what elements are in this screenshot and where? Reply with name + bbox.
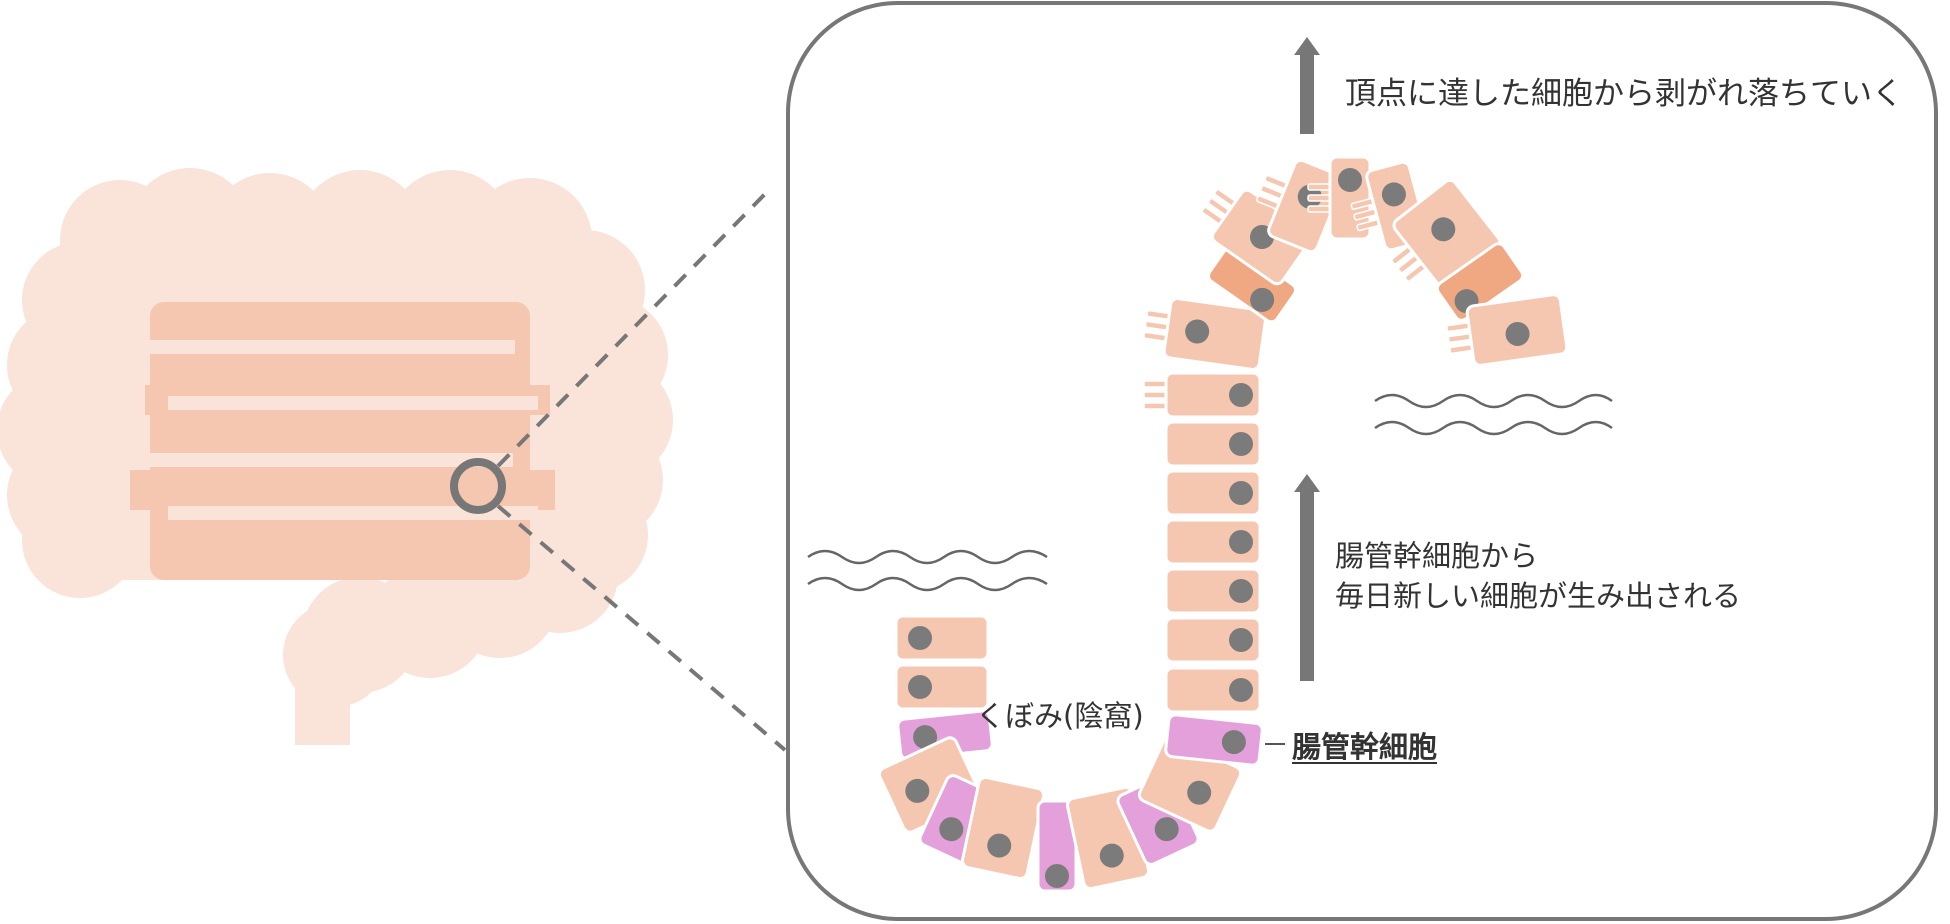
crypt-villus-cells [877,155,1569,893]
cell-nucleus [1187,780,1212,805]
wave-group-right [1374,393,1613,436]
epithelial-cell [1143,371,1262,419]
shedding-label: 頂点に達した細胞から剥がれ落ちていく [1345,76,1903,112]
cell-nucleus [1229,628,1253,652]
cell-nucleus [1185,319,1210,344]
epithelial-cell [1256,158,1345,254]
renewal-label-line2: 毎日新しい細胞が生み出される [1335,579,1742,613]
epithelial-cell [1164,518,1262,566]
cell-body [960,775,1046,881]
cell-nucleus [1099,843,1124,868]
epithelial-cell [1164,666,1262,714]
cell-nucleus [1250,287,1275,312]
cell-nucleus [913,725,938,750]
cell-nucleus [1229,432,1253,456]
microvilli [1446,321,1475,354]
zoom-lines [496,192,787,752]
zoom-marker [450,458,506,514]
cell-nucleus [1045,864,1069,888]
arrow-up-shedding [1294,37,1320,134]
epithelial-cell [1446,293,1569,367]
large-intestine-illustration [0,168,673,745]
cell-nucleus [1431,217,1456,242]
cell-nucleus [1229,383,1253,407]
wave-group-left [807,549,1048,592]
cell-body [1164,713,1264,767]
cell-nucleus [905,778,930,803]
stem-cell [1164,713,1264,767]
microvilli [1143,380,1169,410]
cell-nucleus [987,833,1012,858]
epithelial-cell [1164,567,1262,615]
epithelial-cell [1164,469,1262,517]
epithelial-cell [1201,188,1313,286]
microvilli [1307,183,1333,213]
cell-nucleus [939,817,964,842]
cell-nucleus [1229,579,1253,603]
cell-nucleus [1338,168,1362,192]
epithelial-cell [1164,420,1262,468]
cell-nucleus [908,675,932,699]
cell-nucleus [908,626,932,650]
cell-nucleus [1221,730,1246,755]
crypt-label: くぼみ(陰窩) [976,699,1144,733]
cell-nucleus [1381,182,1406,207]
cell-body [1162,297,1268,371]
zoom-frame [786,1,1938,921]
cell-nucleus [1229,678,1253,702]
epithelial-cell [894,663,990,711]
stem-cell-label: 腸管幹細胞 [1292,730,1438,764]
cell-nucleus [1229,530,1253,554]
epithelial-cell [894,614,990,662]
renewal-label: 腸管幹細胞から 毎日新しい細胞が生み出される [1335,536,1741,616]
microvilli [1350,197,1382,232]
cell-nucleus [1229,481,1253,505]
colon-inner-folds [128,302,555,580]
cell-nucleus [1154,817,1179,842]
epithelial-cell [960,775,1046,881]
epithelial-cell [1164,616,1262,664]
stem-cell [1036,799,1078,893]
epithelial-cell [1143,297,1268,371]
arrow-up-renewal [1294,474,1320,681]
cell-nucleus [1505,321,1530,346]
stem-cell [896,709,994,761]
renewal-label-line1: 腸管幹細胞から [1335,539,1539,573]
